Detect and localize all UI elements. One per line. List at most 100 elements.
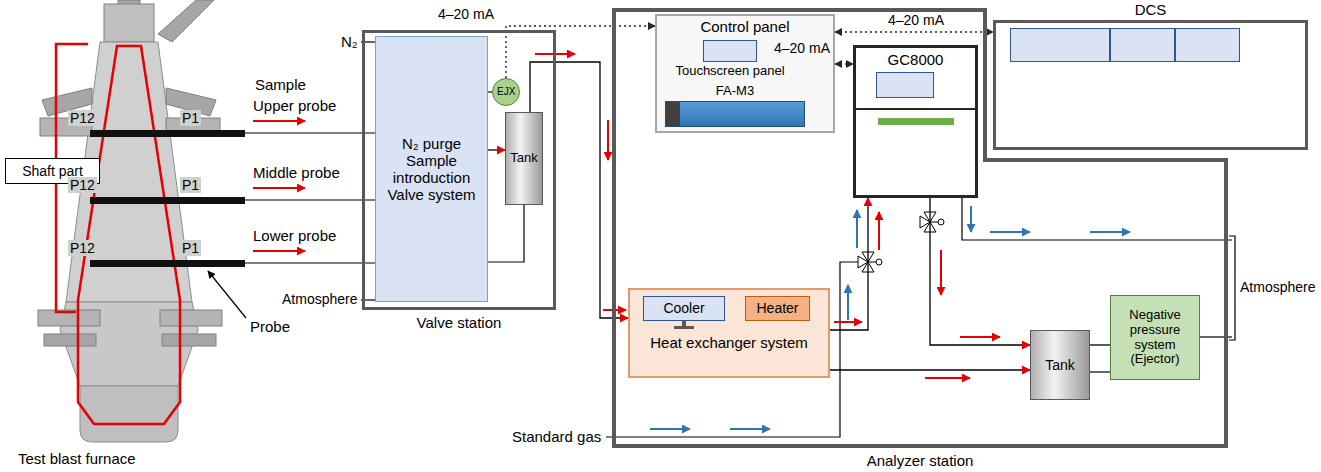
charging-chute	[158, 0, 214, 42]
part-label: Probe	[250, 318, 290, 335]
sample-pipe	[245, 199, 375, 200]
part-label: Standard gas	[512, 428, 601, 445]
part-label: Upper probe	[253, 97, 336, 114]
flow-arrow	[856, 210, 858, 248]
flow-arrow	[1090, 231, 1130, 233]
control-panel-box: Touchscreen panelFA-M3 Control panel	[655, 14, 835, 133]
flow-arrow	[925, 377, 970, 379]
three-way-valve	[920, 212, 944, 232]
flow-arrow	[960, 336, 1000, 338]
analyzer-piping	[606, 198, 1235, 437]
node-text: Analyzer station	[867, 452, 974, 469]
node-text: Negative pressure system (Ejector)	[1115, 308, 1195, 368]
node-text: FA-M3	[716, 84, 754, 99]
callout-number: P1	[180, 240, 201, 256]
controller-box: FA-M3	[665, 101, 805, 127]
flow-arrow	[607, 120, 609, 160]
part-label: N₂	[341, 33, 358, 50]
text-block: Heat exchanger system	[630, 334, 828, 351]
flow-arrow	[878, 212, 880, 250]
flow-arrow	[970, 206, 972, 232]
heater-box: Heater	[745, 296, 810, 321]
vent-bracket	[1229, 236, 1235, 340]
standard-gas-pipe	[606, 262, 858, 437]
device-detail	[856, 108, 975, 110]
sample-line	[830, 198, 868, 330]
probe-bar	[90, 130, 245, 137]
text-block: EJX	[493, 86, 519, 98]
exhaust-pipe	[962, 198, 1232, 240]
flow-arrow	[650, 428, 690, 430]
signal-line	[835, 63, 853, 64]
probe-bar	[90, 260, 245, 267]
ejector-box: Negative pressure system (Ejector)	[1110, 295, 1200, 380]
valve-stem	[930, 222, 938, 223]
platform	[160, 310, 222, 326]
furnace-hearth	[80, 386, 178, 442]
flow-arrow	[847, 285, 849, 320]
ejector-pipe	[1090, 371, 1110, 372]
part-label: Test blast furnace	[18, 450, 136, 467]
device-detail	[878, 118, 954, 125]
gas-chromatograph-box: GC8000	[853, 45, 978, 198]
callout-number: P12	[68, 240, 97, 256]
return-pipe	[488, 205, 524, 262]
probe-bar	[90, 197, 245, 204]
station-frame: N₂ purge Sample introduction Valve syste…	[362, 30, 556, 310]
valve-actuator	[876, 259, 882, 265]
flow-arrow	[253, 120, 305, 122]
part-label: Middle probe	[253, 164, 340, 181]
text-block: Tank	[506, 151, 542, 166]
node-text: DCS	[1135, 1, 1167, 18]
blast-furnace	[38, 0, 222, 442]
device-detail	[1175, 28, 1240, 62]
flow-arrow	[834, 321, 862, 323]
flow-arrow	[990, 231, 1030, 233]
node-text: EJX	[497, 86, 515, 98]
sample-line	[930, 198, 1030, 345]
node-text: Touchscreen panel	[675, 64, 784, 79]
text-block: DCS	[1135, 1, 1167, 18]
shaft-bracket	[56, 44, 88, 158]
part-label: Atmosphere	[282, 291, 357, 307]
sample-line	[830, 369, 1030, 370]
valve-stem	[868, 262, 876, 263]
node-text: Heater	[750, 300, 805, 316]
device-detail	[876, 72, 934, 98]
flow-arrow	[253, 187, 305, 189]
flow-arrow	[940, 250, 942, 295]
text-block: Tank	[1031, 357, 1089, 373]
node-text: Tank	[1035, 357, 1085, 373]
text-block: FA-M3	[716, 84, 754, 99]
transmitter-circle: EJX	[492, 78, 520, 106]
callout-number: P12	[68, 177, 97, 193]
text-block: Valve station	[417, 314, 502, 331]
three-way-valve	[858, 252, 882, 272]
node-text: Valve station	[417, 314, 502, 331]
flow-arrow	[253, 250, 305, 252]
node-text: Heat exchanger system	[634, 334, 824, 351]
signal-line	[835, 31, 993, 32]
device-detail	[1010, 28, 1110, 62]
tank-box: Tank	[505, 112, 543, 205]
probes	[90, 121, 375, 318]
signal-label: 4–20 mA	[436, 6, 496, 22]
signal-label: 4–20 mA	[886, 12, 946, 28]
part-label: Sample	[255, 76, 306, 93]
text-block: Control panel	[657, 18, 833, 35]
valve-actuator	[938, 219, 944, 225]
heat-exchanger-box: Cooler HeaterHeat exchanger system	[628, 288, 830, 378]
sample-pipe	[245, 132, 375, 133]
sample-line	[488, 149, 505, 150]
dcs-box: DCS	[993, 20, 1308, 150]
furnace-profile	[78, 46, 180, 424]
text-block: GC8000	[856, 51, 975, 68]
text-block: Negative pressure system (Ejector)	[1111, 308, 1199, 368]
node-text: Cooler	[648, 300, 720, 316]
sample-pipe	[245, 262, 375, 263]
node-text: Control panel	[661, 18, 829, 35]
valve-body	[920, 216, 930, 228]
part-label: Lower probe	[253, 227, 336, 244]
